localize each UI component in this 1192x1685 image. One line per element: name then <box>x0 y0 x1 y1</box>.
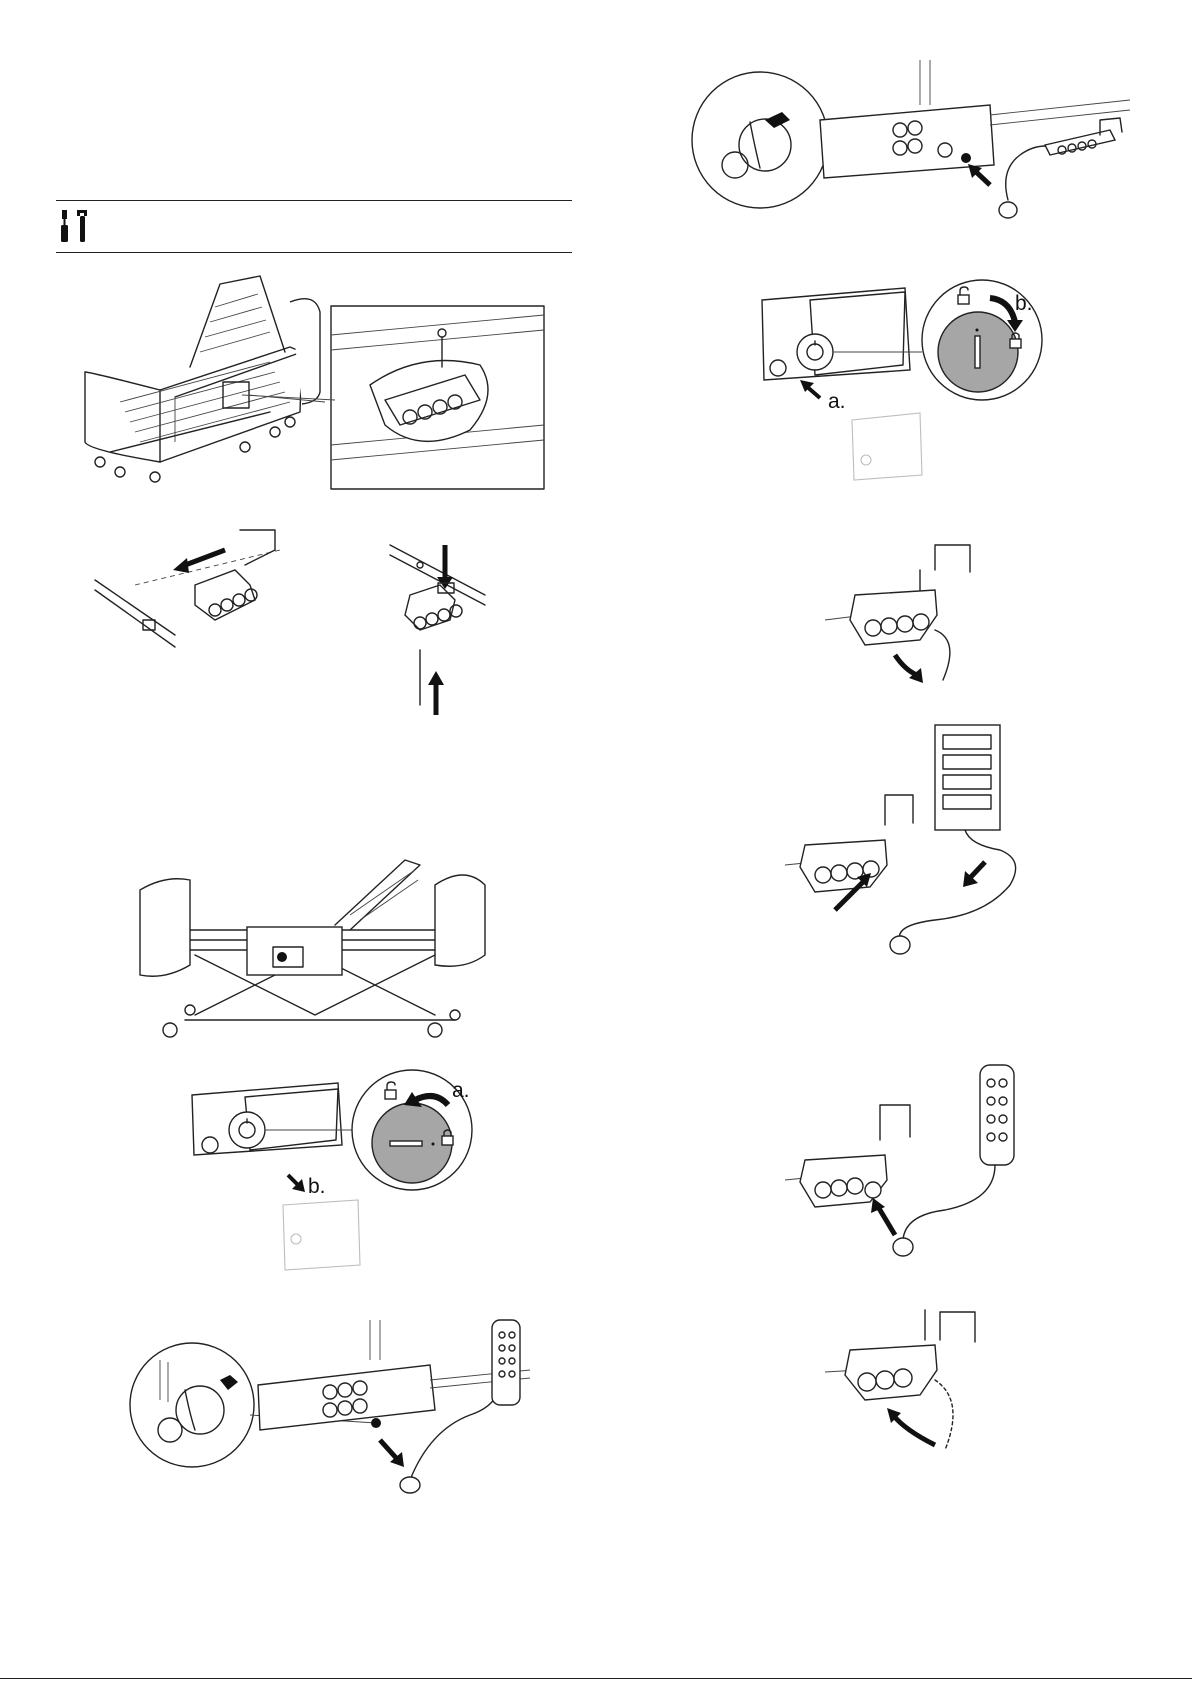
callout-leader-line <box>240 380 340 410</box>
arrow-icon <box>895 655 917 675</box>
control-box-remove-cover-figure: a. b. <box>190 1075 490 1275</box>
bed-control-box-figure <box>135 855 495 1045</box>
header-rule-bottom <box>56 252 572 253</box>
connect-cable-control-box-figure <box>690 60 1130 225</box>
connect-hand-control-figure <box>130 1320 550 1510</box>
screwdriver-wrench-icon <box>58 208 92 244</box>
arrow-icon <box>877 1205 895 1235</box>
step-label-a: a. <box>452 1079 470 1102</box>
open-cable-clip-figure <box>825 540 975 680</box>
arrow-icon <box>380 1440 398 1460</box>
connect-hand-control-right-figure <box>785 1065 1025 1265</box>
step-label-a: a. <box>828 390 846 413</box>
step-label-b: b. <box>1015 292 1033 315</box>
control-box-fit-cover-figure: b. a. <box>760 270 1060 490</box>
arrow-icon <box>893 1415 935 1445</box>
footer-rule <box>0 1678 1192 1679</box>
bolt-bracket-figure <box>390 525 490 720</box>
header-rule-top <box>56 200 572 201</box>
connect-battery-pack-figure <box>785 725 1030 965</box>
mounting-detail-callout <box>330 305 545 490</box>
slide-bracket-figure <box>95 525 295 660</box>
step-label-b: b. <box>308 1175 326 1198</box>
close-cable-clip-figure <box>825 1310 985 1460</box>
